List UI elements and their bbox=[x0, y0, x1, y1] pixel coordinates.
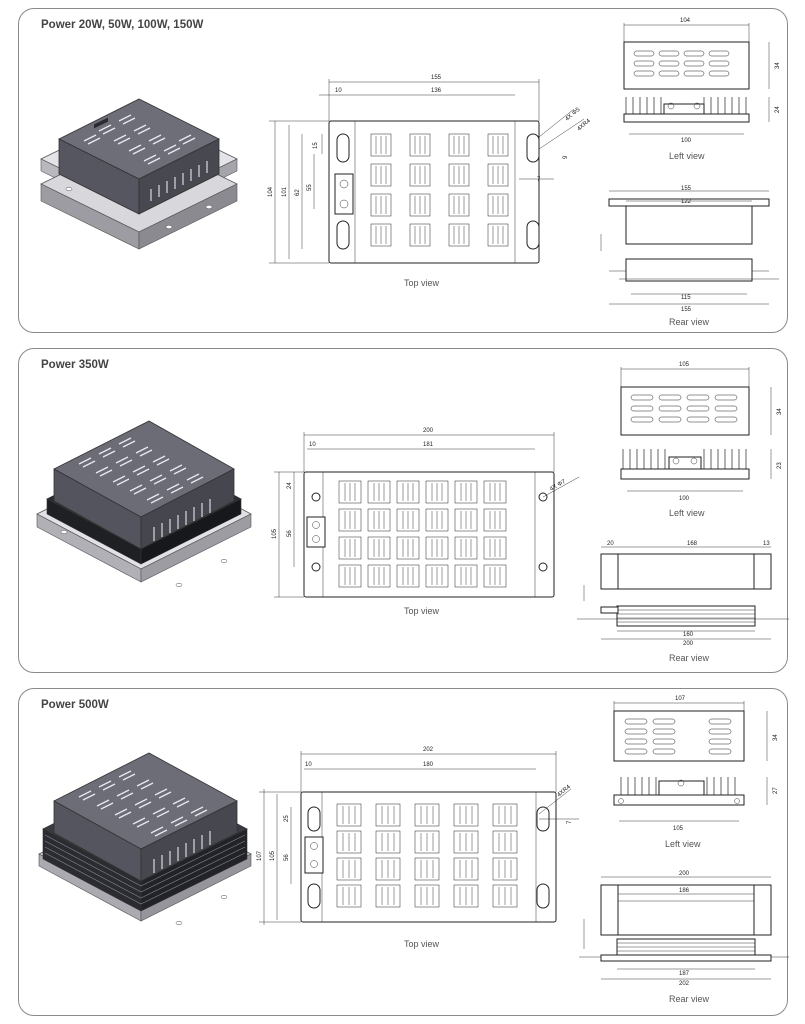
dim-180: 180 bbox=[423, 762, 434, 768]
dim-56: 56 bbox=[287, 530, 293, 537]
panel-title: Power 350W bbox=[41, 359, 109, 371]
drawing-sheet: 200 181 10 24 56 105 4X Φ7 Top view bbox=[36, 362, 789, 663]
dim-24: 24 bbox=[287, 482, 293, 489]
left-view-caption: Left view bbox=[669, 151, 705, 161]
panel-title: Power 20W, 50W, 100W, 150W bbox=[41, 19, 204, 31]
rear-dim-168: 168 bbox=[687, 541, 698, 547]
left-view-drawing bbox=[623, 23, 770, 135]
top-view-caption: Top view bbox=[404, 939, 440, 949]
dim-181: 181 bbox=[423, 442, 434, 448]
rear-dim-160: 160 bbox=[683, 632, 694, 638]
left-dim-100: 100 bbox=[681, 138, 692, 144]
left-dim-107: 107 bbox=[675, 696, 686, 702]
product-render bbox=[38, 752, 252, 926]
dim-7: 7 bbox=[567, 820, 573, 824]
dim-101: 101 bbox=[282, 186, 288, 197]
left-view-drawing bbox=[613, 701, 768, 822]
dim-10: 10 bbox=[305, 762, 312, 768]
left-dim-34: 34 bbox=[777, 408, 783, 415]
left-dim-105: 105 bbox=[679, 362, 690, 368]
rear-dim-13: 13 bbox=[763, 541, 770, 547]
top-view-drawing bbox=[269, 79, 585, 264]
dim-4x-phi5: 4X Φ5 bbox=[564, 106, 581, 122]
rear-view-drawing bbox=[577, 546, 789, 640]
dim-4xr4: 4XR4 bbox=[556, 784, 572, 799]
rear-dim-202: 202 bbox=[679, 981, 690, 987]
left-dim-24: 24 bbox=[775, 106, 781, 113]
dim-200: 200 bbox=[423, 428, 434, 434]
top-view-caption: Top view bbox=[404, 606, 440, 616]
rear-dim-187: 187 bbox=[679, 971, 690, 977]
dim-56: 56 bbox=[284, 854, 290, 861]
panel-title: Power 500W bbox=[41, 699, 109, 711]
dim-10: 10 bbox=[335, 88, 342, 94]
rear-dim-186: 186 bbox=[679, 888, 690, 894]
dim-55: 55 bbox=[307, 184, 313, 191]
panel-power-20-150w: Power 20W, 50W, 100W, 150W bbox=[18, 8, 788, 333]
dim-155: 155 bbox=[431, 75, 442, 81]
rear-view-drawing bbox=[579, 876, 789, 980]
drawing-sheet: 155 136 10 15 55 62 101 104 4X Φ5 4XR4 9… bbox=[40, 18, 781, 327]
rear-dim-115: 115 bbox=[681, 295, 691, 301]
dim-4xr4: 4XR4 bbox=[576, 118, 592, 133]
left-dim-100: 100 bbox=[679, 496, 690, 502]
product-render bbox=[36, 420, 252, 588]
left-dim-27: 27 bbox=[773, 787, 779, 794]
rear-view-caption: Rear view bbox=[669, 653, 710, 663]
dim-104: 104 bbox=[268, 186, 274, 197]
dim-105: 105 bbox=[272, 528, 278, 539]
dim-202: 202 bbox=[423, 747, 434, 753]
product-render bbox=[40, 98, 238, 250]
panel-power-500w: Power 500W bbox=[18, 688, 789, 1016]
dim-7: 7 bbox=[537, 177, 541, 183]
top-view-drawing bbox=[259, 751, 579, 925]
rear-dim-122: 122 bbox=[681, 199, 692, 205]
left-dim-104: 104 bbox=[680, 18, 691, 24]
dim-62: 62 bbox=[295, 189, 301, 196]
drawing-sheet: 202 180 10 25 56 105 107 4XR4 7 Top view bbox=[38, 696, 789, 1004]
rear-view-caption: Rear view bbox=[669, 317, 710, 327]
dim-105: 105 bbox=[270, 850, 276, 861]
top-view-caption: Top view bbox=[404, 278, 440, 288]
panel-power-350w: Power 350W bbox=[18, 348, 789, 673]
left-dim-34: 34 bbox=[775, 62, 781, 69]
rear-dim-200: 200 bbox=[679, 871, 690, 877]
left-dim-34: 34 bbox=[773, 734, 779, 741]
dim-25: 25 bbox=[284, 815, 290, 822]
left-view-drawing bbox=[620, 367, 772, 492]
rear-dim-20: 20 bbox=[607, 541, 614, 547]
rear-view-drawing bbox=[600, 190, 779, 305]
dim-9: 9 bbox=[563, 155, 569, 159]
slot-grid bbox=[370, 133, 509, 247]
left-dim-105: 105 bbox=[673, 826, 684, 832]
dim-15: 15 bbox=[313, 142, 319, 149]
left-view-caption: Left view bbox=[669, 508, 705, 518]
left-view-caption: Left view bbox=[665, 839, 701, 849]
top-view-drawing bbox=[274, 432, 580, 598]
rear-view-caption: Rear view bbox=[669, 994, 710, 1004]
dim-10: 10 bbox=[309, 442, 316, 448]
rear-dim-200: 200 bbox=[683, 641, 694, 647]
dim-107: 107 bbox=[257, 850, 263, 861]
left-dim-23: 23 bbox=[777, 462, 783, 469]
rear-dim-155-top: 155 bbox=[681, 186, 692, 192]
dim-136: 136 bbox=[431, 88, 442, 94]
rear-dim-155-bottom: 155 bbox=[681, 307, 692, 313]
